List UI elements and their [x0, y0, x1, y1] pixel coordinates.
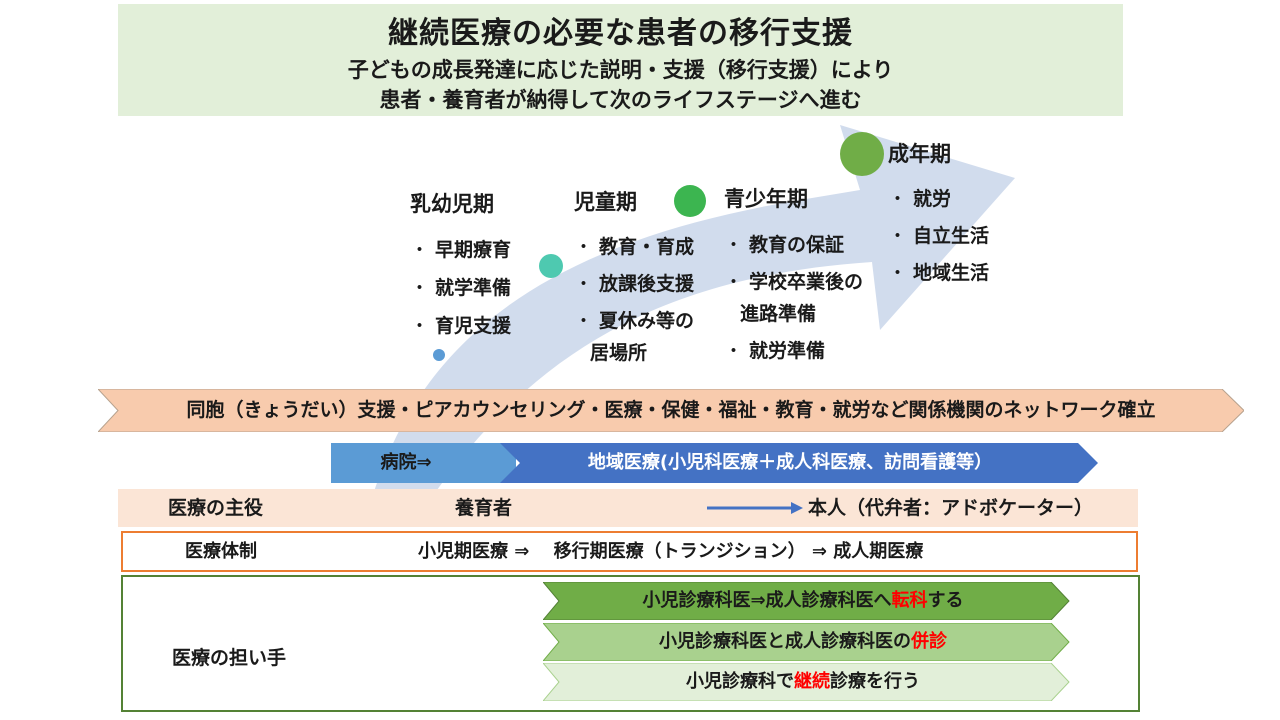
- lead-arrow-icon: [707, 502, 803, 514]
- stage-infant-items: ・早期療育 ・就学準備 ・育児支援: [410, 238, 511, 338]
- carer-option-joint: 小児診療科医と成人診療科医の併診: [659, 631, 947, 652]
- list-item: ・放課後支援: [574, 273, 695, 295]
- list-item: ・就労準備: [724, 340, 826, 362]
- carer-option-continue-shape: [543, 663, 1070, 701]
- medical-carers-label: 医療の担い手: [172, 647, 287, 669]
- stage-title: 乳幼児期: [410, 192, 494, 216]
- list-item: ・就労: [888, 188, 952, 210]
- list-item: ・学校卒業後の: [724, 271, 864, 293]
- hospital-box: [331, 443, 516, 483]
- carer-option-transfer-shape: [543, 582, 1070, 620]
- page-title: 継続医療の必要な患者の移行支援: [388, 16, 853, 51]
- stage-title: 青少年期: [724, 187, 808, 211]
- list-item: ・早期療育: [410, 239, 512, 261]
- adult-stage-marker: [840, 132, 884, 176]
- community-care-arrow: [500, 443, 1098, 483]
- child-stage-marker: [539, 254, 563, 278]
- list-item-continued: 居場所: [590, 342, 648, 364]
- medical-lead-label: 医療の主役: [168, 497, 264, 519]
- network-banner-shape: [98, 389, 1244, 432]
- stage-title: 成年期: [888, 142, 951, 166]
- stage-child-items: ・教育・育成 ・放課後支援 ・夏休み等の 居場所: [574, 235, 694, 365]
- subtitle-line2: 患者・養育者が納得して次のライフステージへ進む: [379, 88, 862, 112]
- list-item: ・教育の保証: [724, 234, 845, 256]
- lead-to: 本人（代弁者：アドボケーター）: [808, 497, 1094, 519]
- stage-title: 児童期: [574, 190, 637, 214]
- stage-adult-items: ・就労 ・自立生活 ・地域生活: [888, 187, 989, 285]
- list-item: ・教育・育成: [574, 236, 695, 258]
- list-item: ・就学準備: [410, 277, 512, 299]
- infant-stage-marker: [433, 349, 445, 361]
- list-item: ・自立生活: [888, 225, 990, 247]
- stage-adolescent: 青少年期: [724, 183, 808, 213]
- stage-infant: 乳幼児期: [410, 188, 494, 218]
- adolescent-stage-marker: [674, 185, 706, 217]
- stage-adolescent-items: ・教育の保証 ・学校卒業後の 進路準備 ・就労準備: [724, 233, 863, 363]
- list-item: ・育児支援: [410, 315, 512, 337]
- medical-system-row: 医療体制 小児期医療 ⇒ 移行期医療（トランジション） ⇒ 成人期医療: [121, 531, 1138, 572]
- carer-option-joint-shape: [543, 623, 1070, 661]
- list-item: ・夏休み等の: [574, 310, 695, 332]
- network-text: 同胞（きょうだい）支援・ピアカウンセリング・医療・保健・福祉・教育・就労など関係…: [186, 399, 1156, 421]
- list-item-continued: 進路準備: [740, 303, 817, 325]
- header-banner: 継続医療の必要な患者の移行支援 子どもの成長発達に応じた説明・支援（移行支援）に…: [118, 4, 1123, 116]
- medical-system-flow: 小児期医療 ⇒ 移行期医療（トランジション） ⇒ 成人期医療: [418, 541, 924, 562]
- community-care-label: 地域医療(小児科医療＋成人科医療、訪問看護等）: [587, 452, 993, 473]
- medical-system-label: 医療体制: [185, 541, 257, 562]
- lead-from: 養育者: [455, 497, 513, 519]
- subtitle-line1: 子どもの成長発達に応じた説明・支援（移行支援）により: [347, 58, 894, 82]
- carer-option-transfer: 小児診療科医⇒成人診療科医へ転科する: [642, 590, 964, 611]
- stage-child: 児童期: [574, 186, 637, 216]
- medical-lead-row: 医療の主役 養育者 本人（代弁者：アドボケーター）: [118, 489, 1138, 527]
- hospital-label: 病院⇒: [380, 452, 432, 473]
- carer-option-continue: 小児診療科で継続診療を行う: [686, 671, 920, 692]
- stage-adult: 成年期: [888, 138, 951, 168]
- list-item: ・地域生活: [888, 262, 990, 284]
